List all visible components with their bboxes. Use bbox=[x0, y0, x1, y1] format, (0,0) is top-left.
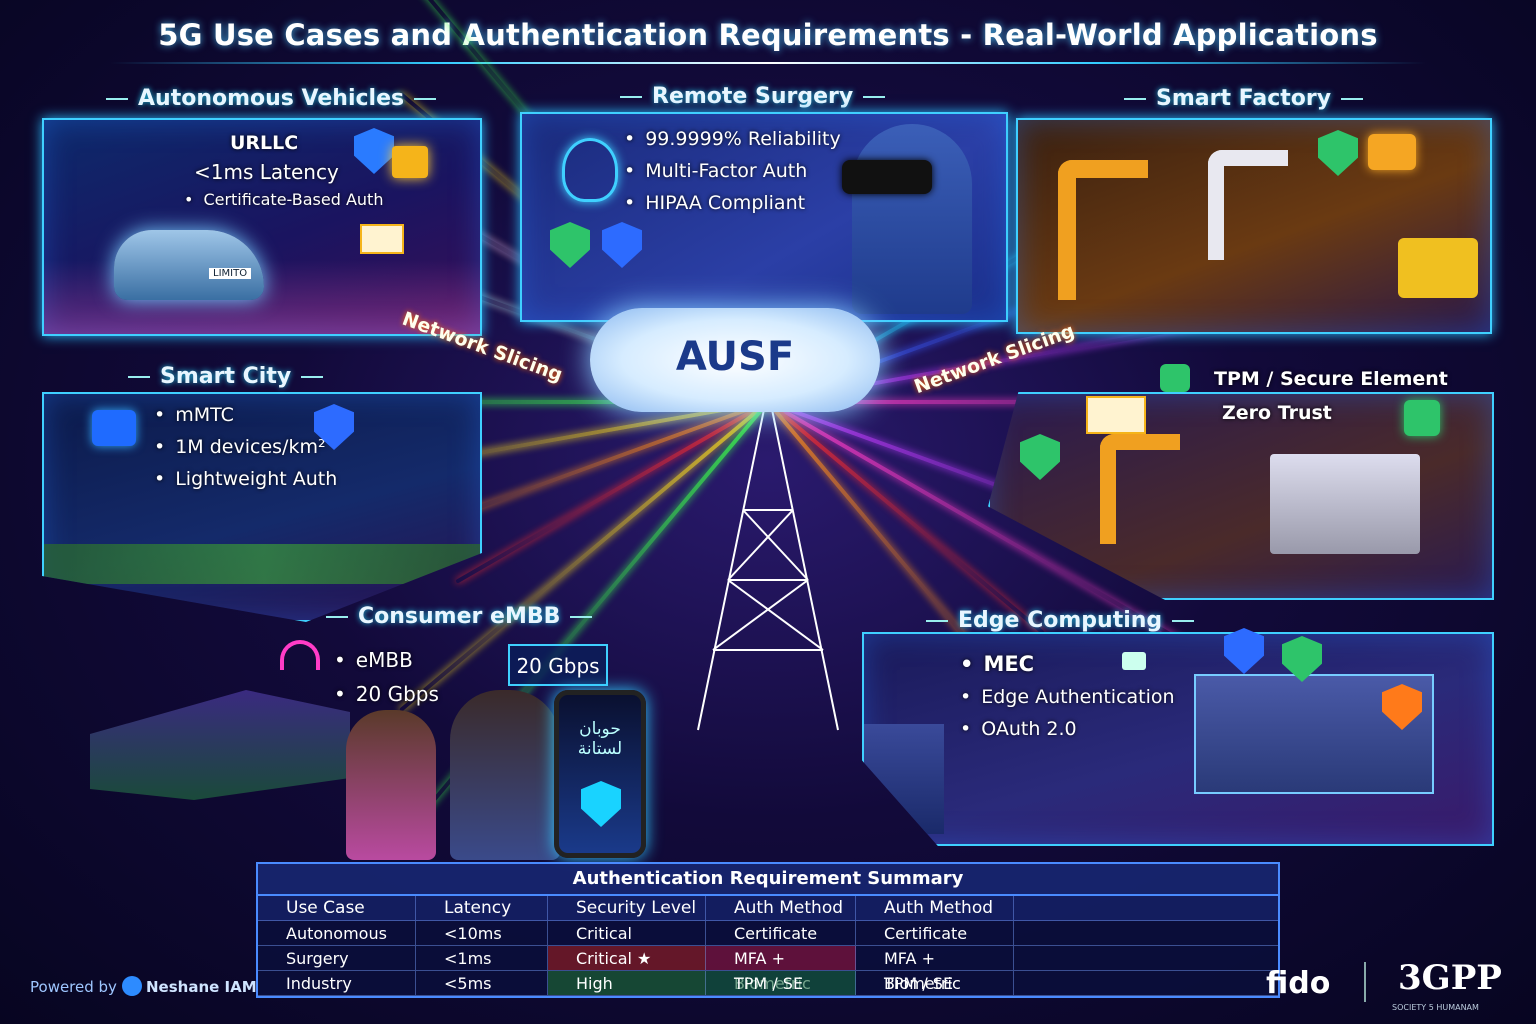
edge-item-2: Edge Authentication bbox=[960, 686, 1174, 708]
cell-use-case: Industry bbox=[258, 971, 416, 995]
face-shield-icon bbox=[602, 222, 642, 268]
monitor-icon bbox=[1122, 652, 1146, 670]
phone-screen-text: حوبان لستانة bbox=[577, 719, 623, 759]
ausf-cloud bbox=[590, 308, 880, 412]
header-use-case: Use Case bbox=[258, 896, 416, 920]
server-building bbox=[1270, 454, 1420, 554]
city-item-3: Lightweight Auth bbox=[154, 468, 337, 490]
city-panel: mMTC 1M devices/km² Lightweight Auth bbox=[42, 392, 482, 622]
cell-auth-2: TPM / SE bbox=[856, 971, 1014, 995]
car-plate: LIMITO bbox=[209, 268, 252, 279]
robot-arm-white bbox=[1208, 150, 1288, 260]
surgery-item-2: Multi-Factor Auth bbox=[624, 160, 807, 182]
fido-logo: fido bbox=[1266, 966, 1331, 1001]
cell-security: High bbox=[548, 971, 706, 995]
powered-by-label: Powered by bbox=[30, 978, 117, 996]
footer-divider bbox=[1364, 962, 1366, 1002]
tpm-label: TPM / Secure Element bbox=[1214, 368, 1448, 390]
cell-auth-2: Certificate bbox=[856, 921, 1014, 945]
woman-vr-image bbox=[346, 710, 436, 860]
forklift-icon bbox=[1398, 238, 1478, 298]
surgery-item-1: 99.9999% Reliability bbox=[624, 128, 841, 150]
consumer-item-1: eMBB bbox=[334, 648, 413, 672]
cell-use-case: Autonomous bbox=[258, 921, 416, 945]
cell-auth: MFA + Biometric bbox=[706, 946, 856, 993]
edge-heading: Edge Computing bbox=[916, 608, 1204, 633]
lock-shield-icon bbox=[550, 222, 590, 268]
certificate-icon bbox=[360, 224, 404, 254]
cell-security: Critical bbox=[548, 921, 706, 945]
surgery-heading: Remote Surgery bbox=[610, 84, 895, 109]
cell-auth-2: MFA + Biometric bbox=[856, 946, 1014, 993]
smartphone: حوبان لستانة bbox=[554, 690, 646, 858]
edge-servers bbox=[864, 724, 944, 834]
consumer-city bbox=[90, 690, 350, 800]
table-caption: Authentication Requirement Summary bbox=[258, 864, 1278, 896]
surgeon-image bbox=[842, 124, 972, 314]
speed-badge: 20 Gbps bbox=[508, 644, 608, 686]
sim-chip-icon bbox=[1160, 364, 1190, 392]
secure-shield-icon bbox=[1020, 434, 1060, 480]
wifi-icon bbox=[280, 640, 320, 670]
robot-arm-tpm bbox=[1100, 434, 1180, 544]
cell-tower bbox=[697, 389, 839, 731]
factory-panel bbox=[1016, 118, 1492, 334]
brand-name: Neshane IAM bbox=[146, 978, 257, 996]
dashboard-icon bbox=[1368, 134, 1416, 170]
city-item-1: mMTC bbox=[154, 404, 234, 426]
consumer-item-2: 20 Gbps bbox=[334, 682, 439, 706]
cell-use-case: Surgery bbox=[258, 946, 416, 970]
header-latency: Latency bbox=[416, 896, 548, 920]
table-row: Industry <5ms High TPM / SE TPM / SE bbox=[258, 971, 1278, 996]
vr-headset bbox=[842, 160, 932, 194]
city-item-2: 1M devices/km² bbox=[154, 436, 325, 458]
table-header-row: Use Case Latency Security Level Auth Met… bbox=[258, 896, 1278, 921]
latency-label: <1ms Latency bbox=[194, 160, 339, 184]
table-row: Autonomous <10ms Critical Certificate Ce… bbox=[258, 921, 1278, 946]
auth-summary-table: Authentication Requirement Summary Use C… bbox=[256, 862, 1280, 998]
cell-auth: Certificate bbox=[706, 921, 856, 945]
phone-shield-icon bbox=[581, 781, 621, 827]
zero-trust-label: Zero Trust bbox=[1222, 402, 1332, 424]
cell-latency: <1ms bbox=[416, 946, 548, 970]
3gpp-subtitle: SOCIETY 5 HUMANAM bbox=[1392, 1003, 1479, 1012]
cell-security: Critical ★ bbox=[548, 946, 706, 970]
consumer-heading: Consumer eMBB bbox=[316, 604, 602, 629]
header-security-level: Security Level bbox=[548, 896, 706, 920]
table-row: Surgery <1ms Critical ★ MFA + Biometric … bbox=[258, 946, 1278, 993]
edge-item-1: MEC bbox=[960, 652, 1034, 676]
factory-shield-icon bbox=[1318, 130, 1358, 176]
cell-latency: <5ms bbox=[416, 971, 548, 995]
lock-icon bbox=[392, 146, 428, 178]
surgery-panel: 99.9999% Reliability Multi-Factor Auth H… bbox=[520, 112, 1008, 322]
header-auth-method-2: Auth Method bbox=[856, 896, 1014, 920]
iot-network-icon bbox=[92, 410, 136, 446]
slice-label-right: Network Slicing bbox=[911, 319, 1078, 399]
cell-auth: TPM / SE bbox=[706, 971, 856, 995]
page-title: 5G Use Cases and Authentication Requirem… bbox=[158, 18, 1378, 52]
title-divider bbox=[110, 62, 1426, 64]
neshane-logo-icon bbox=[122, 976, 142, 996]
cell-latency: <10ms bbox=[416, 921, 548, 945]
man-vr-image bbox=[450, 690, 560, 860]
grid-chip-icon bbox=[1404, 400, 1440, 436]
tpm-certificate-icon bbox=[1086, 396, 1146, 434]
surgery-item-3: HIPAA Compliant bbox=[624, 192, 805, 214]
city-heading: Smart City bbox=[118, 364, 333, 389]
factory-heading: Smart Factory bbox=[1114, 86, 1373, 111]
3gpp-logo: 3GPP bbox=[1398, 958, 1502, 998]
robot-arm-orange bbox=[1058, 160, 1148, 300]
certificate-auth-label: Certificate-Based Auth bbox=[184, 190, 383, 209]
car-image: LIMITO bbox=[114, 230, 264, 300]
city-greenery bbox=[44, 544, 480, 584]
header-auth-method: Auth Method bbox=[706, 896, 856, 920]
edge-item-3: OAuth 2.0 bbox=[960, 718, 1076, 740]
shield-check-icon bbox=[354, 128, 394, 174]
edge-panel: MEC Edge Authentication OAuth 2.0 bbox=[862, 632, 1494, 846]
urllc-label: URLLC bbox=[230, 132, 299, 154]
autonomous-heading: Autonomous Vehicles bbox=[96, 86, 446, 111]
fingerprint-icon bbox=[562, 138, 618, 202]
ausf-label: AUSF bbox=[675, 334, 795, 380]
autonomous-panel: LIMITO URLLC <1ms Latency Certificate-Ba… bbox=[42, 118, 482, 336]
